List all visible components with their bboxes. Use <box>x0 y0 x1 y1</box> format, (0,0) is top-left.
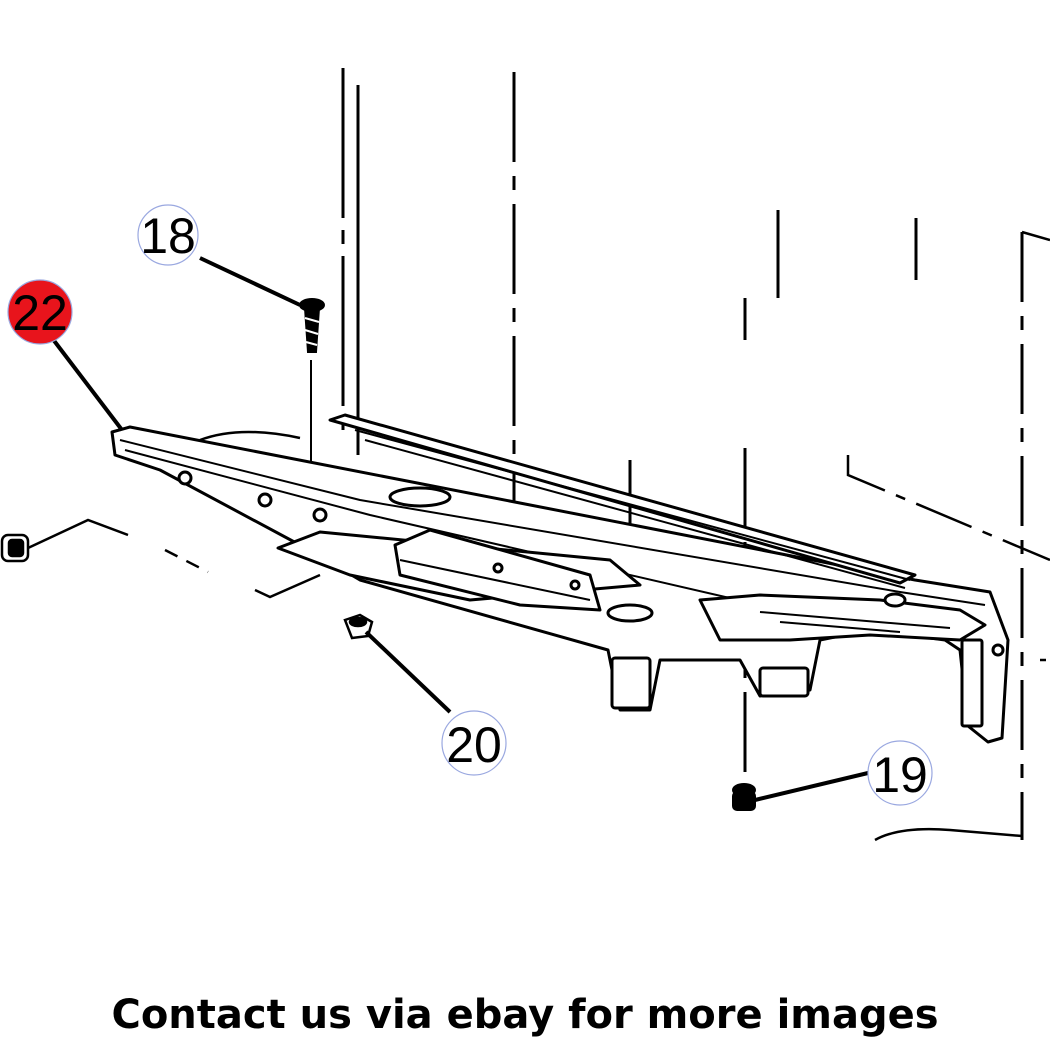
callout-22: 22 <box>7 279 73 345</box>
callout-19: 19 <box>867 740 933 806</box>
wire-connector <box>0 430 321 599</box>
nut-20 <box>343 613 374 640</box>
svg-text:20: 20 <box>446 717 502 773</box>
svg-text:18: 18 <box>140 208 196 264</box>
screw-19 <box>732 783 756 811</box>
tray-assembly <box>110 413 1010 744</box>
screw-18 <box>299 298 325 353</box>
callout-18: 18 <box>137 204 199 266</box>
svg-text:22: 22 <box>12 285 68 341</box>
svg-text:19: 19 <box>872 747 928 803</box>
contact-caption: Contact us via ebay for more images <box>111 992 939 1038</box>
leader-lines <box>50 256 869 802</box>
panel-outline <box>846 230 1050 842</box>
centerlines <box>310 68 1024 840</box>
callout-20: 20 <box>441 710 507 776</box>
